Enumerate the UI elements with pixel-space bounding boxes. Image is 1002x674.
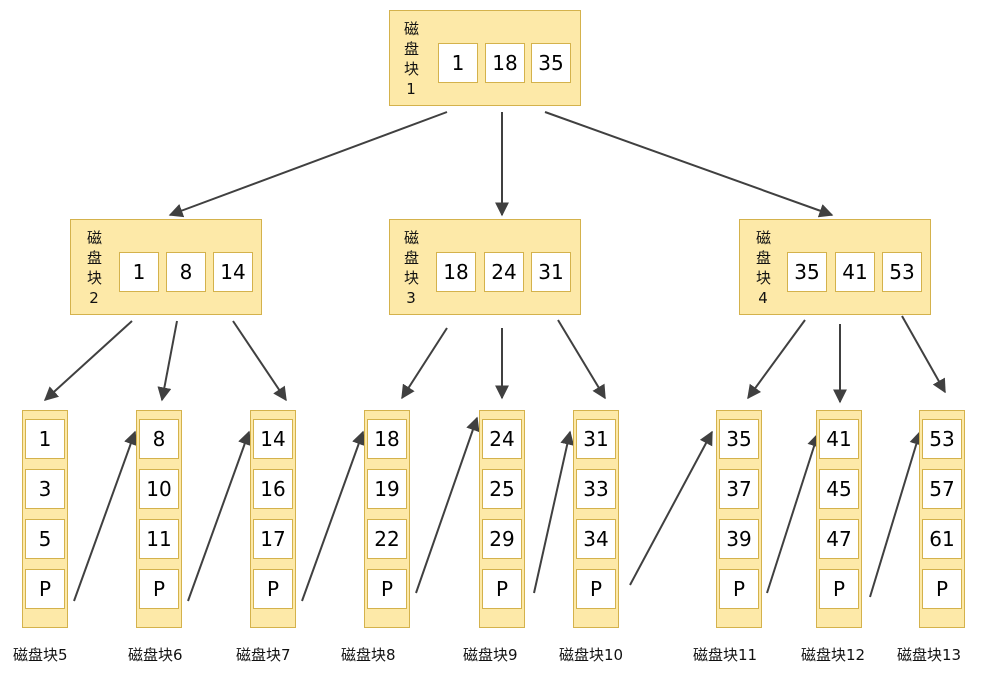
- leaf-caption: 磁盘块13: [897, 646, 962, 664]
- link-pointer: [187, 430, 252, 602]
- leaf-key: 10: [139, 469, 179, 509]
- leaf-node: 41 45 47 P: [816, 410, 862, 628]
- root-key: 18: [485, 43, 525, 83]
- link-pointer: [869, 430, 924, 598]
- leaf-key: 45: [819, 469, 859, 509]
- leaf-key: 53: [922, 419, 962, 459]
- leaf-key: 22: [367, 519, 407, 559]
- root-node-label: 磁盘块1: [404, 20, 420, 98]
- leaf-caption: 磁盘块5: [13, 646, 68, 664]
- leaf-node: 18 19 22 P: [364, 410, 410, 628]
- leaf-node: 53 57 61 P: [919, 410, 965, 628]
- link-pointer: [533, 430, 575, 594]
- leaf-key: 47: [819, 519, 859, 559]
- leaf-key: 17: [253, 519, 293, 559]
- leaf-key: 41: [819, 419, 859, 459]
- leaf-key: 18: [367, 419, 407, 459]
- leaf-key: 8: [139, 419, 179, 459]
- leaf-pointer: P: [25, 569, 65, 609]
- link-pointer: [629, 430, 713, 586]
- leaf-key: 39: [719, 519, 759, 559]
- leaf-pointer: P: [253, 569, 293, 609]
- internal-key: 24: [484, 252, 524, 292]
- root-key: 35: [531, 43, 571, 83]
- leaf-node: 31 33 34 P: [573, 410, 619, 628]
- leaf-key: 57: [922, 469, 962, 509]
- tree-edge: [43, 320, 133, 401]
- leaf-node: 1 3 5 P: [22, 410, 68, 628]
- leaf-node: 8 10 11 P: [136, 410, 182, 628]
- leaf-caption: 磁盘块10: [559, 646, 624, 664]
- tree-edge: [544, 111, 834, 218]
- leaf-key: 29: [482, 519, 522, 559]
- leaf-key: 14: [253, 419, 293, 459]
- internal-key: 1: [119, 252, 159, 292]
- leaf-pointer: P: [482, 569, 522, 609]
- tree-edge: [901, 315, 946, 394]
- leaf-pointer: P: [819, 569, 859, 609]
- leaf-pointer: P: [719, 569, 759, 609]
- leaf-node: 24 25 29 P: [479, 410, 525, 628]
- leaf-key: 16: [253, 469, 293, 509]
- root-node: 磁盘块1 1 18 35: [389, 10, 581, 106]
- leaf-node: 14 16 17 P: [250, 410, 296, 628]
- leaf-caption: 磁盘块9: [463, 646, 518, 664]
- root-key: 1: [438, 43, 478, 83]
- leaf-pointer: P: [139, 569, 179, 609]
- internal-node: 磁盘块3 18 24 31: [389, 219, 581, 315]
- leaf-caption: 磁盘块6: [128, 646, 183, 664]
- leaf-key: 11: [139, 519, 179, 559]
- tree-edge: [232, 320, 287, 402]
- leaf-caption: 磁盘块11: [693, 646, 758, 664]
- leaf-key: 19: [367, 469, 407, 509]
- leaf-pointer: P: [922, 569, 962, 609]
- link-pointer: [415, 416, 480, 594]
- leaf-caption: 磁盘块7: [236, 646, 291, 664]
- tree-edge: [168, 111, 448, 218]
- internal-key: 41: [835, 252, 875, 292]
- internal-node-label: 磁盘块4: [756, 229, 772, 307]
- leaf-key: 33: [576, 469, 616, 509]
- leaf-pointer: P: [367, 569, 407, 609]
- leaf-key: 25: [482, 469, 522, 509]
- leaf-key: 24: [482, 419, 522, 459]
- link-pointer: [766, 432, 821, 594]
- leaf-caption: 磁盘块12: [801, 646, 866, 664]
- leaf-key: 61: [922, 519, 962, 559]
- tree-edge: [157, 320, 178, 402]
- tree-edge: [747, 319, 806, 400]
- leaf-key: 1: [25, 419, 65, 459]
- leaf-key: 35: [719, 419, 759, 459]
- leaf-key: 34: [576, 519, 616, 559]
- link-pointer: [73, 430, 138, 602]
- internal-node: 磁盘块4 35 41 53: [739, 219, 931, 315]
- tree-edge: [401, 327, 448, 400]
- leaf-caption: 磁盘块8: [341, 646, 396, 664]
- internal-node: 磁盘块2 1 8 14: [70, 219, 262, 315]
- leaf-key: 31: [576, 419, 616, 459]
- leaf-key: 3: [25, 469, 65, 509]
- internal-node-label: 磁盘块2: [87, 229, 103, 307]
- leaf-key: 37: [719, 469, 759, 509]
- internal-key: 8: [166, 252, 206, 292]
- link-pointer: [301, 430, 366, 602]
- tree-edge: [557, 319, 606, 400]
- leaf-key: 5: [25, 519, 65, 559]
- internal-key: 14: [213, 252, 253, 292]
- internal-key: 35: [787, 252, 827, 292]
- internal-key: 53: [882, 252, 922, 292]
- leaf-node: 35 37 39 P: [716, 410, 762, 628]
- leaf-pointer: P: [576, 569, 616, 609]
- internal-node-label: 磁盘块3: [404, 229, 420, 307]
- internal-key: 18: [436, 252, 476, 292]
- internal-key: 31: [531, 252, 571, 292]
